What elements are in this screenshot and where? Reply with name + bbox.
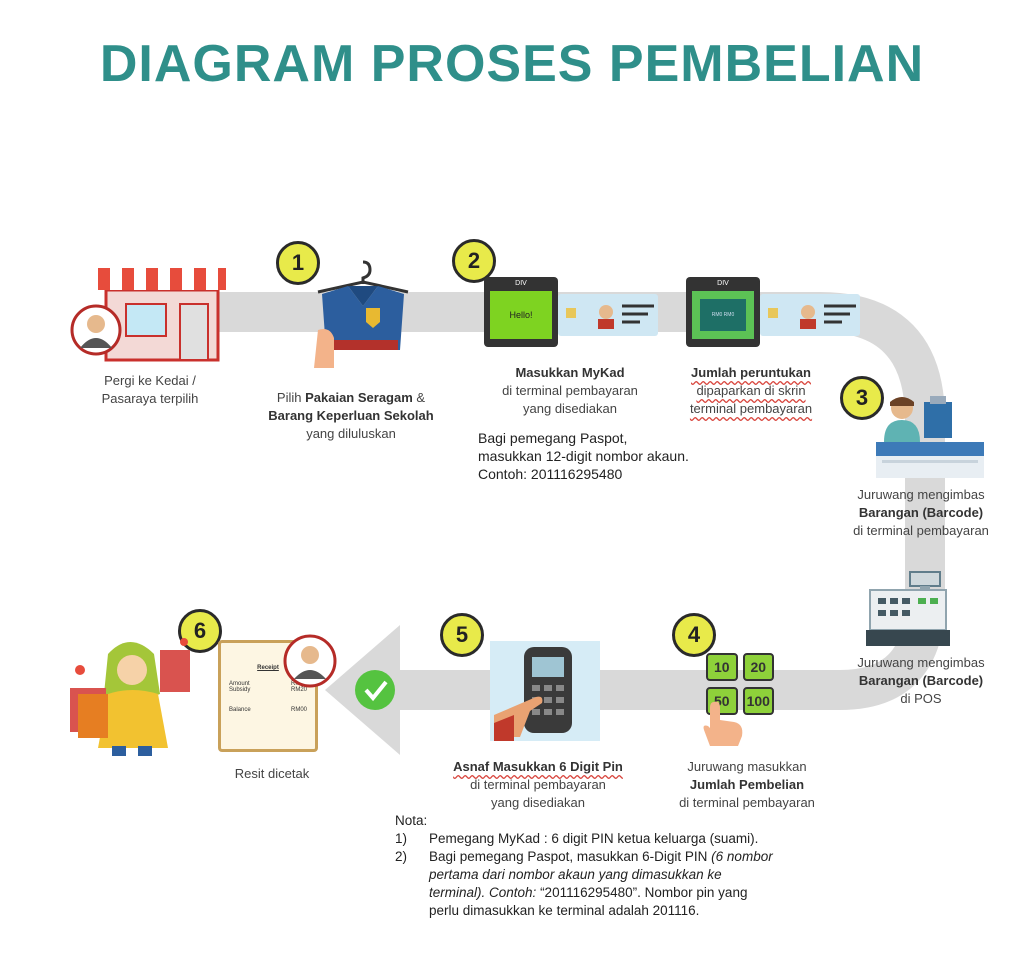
- passport-note: Bagi pemegang Paspot, masukkan 12-digit …: [478, 430, 689, 482]
- step-2-badge: 2: [452, 239, 496, 283]
- cashier-counter-icon: [876, 396, 984, 478]
- amount-20-button: 20: [742, 653, 774, 681]
- step-3-caption: Juruwang mengimbas Barangan (Barcode) di…: [853, 487, 989, 538]
- step-6-caption: Resit dicetak: [234, 766, 310, 781]
- amount-100-button: 100: [742, 687, 774, 715]
- shopper-icon: [70, 638, 190, 756]
- cashier-avatar-icon: [283, 634, 337, 688]
- terminal-1: DIV Hello!: [484, 277, 558, 347]
- amount-keypad: 10 20 50 100: [706, 653, 774, 715]
- terminal-screen: Hello!: [490, 291, 552, 339]
- pin-terminal-icon: [490, 641, 600, 741]
- allocation-caption: Jumlah peruntukan dipaparkan di skrin te…: [689, 365, 813, 416]
- check-icon: [355, 670, 395, 710]
- step-4-caption: Juruwang masukkan Jumlah Pembelian di te…: [679, 759, 815, 810]
- step-5-badge: 5: [440, 613, 484, 657]
- notes: Nota: 1)Pemegang MyKad : 6 digit PIN ket…: [395, 813, 773, 918]
- pos-caption: Juruwang mengimbas Barangan (Barcode) di…: [857, 655, 985, 706]
- step-1-caption: Pilih Pakaian Seragam & Barang Keperluan…: [268, 390, 434, 441]
- step-5-caption: Asnaf Masukkan 6 Digit Pin di terminal p…: [453, 759, 623, 810]
- step-6-badge: 6: [178, 609, 222, 653]
- terminal-2: DIV RM0 RM0: [686, 277, 760, 347]
- start-caption: Pergi ke Kedai /Pasaraya terpilih: [101, 373, 199, 406]
- page-title: DIAGRAM PROSES PEMBELIAN: [99, 35, 925, 93]
- store-icon: [70, 268, 226, 362]
- step-4-badge: 4: [672, 613, 716, 657]
- pos-machine-icon: [866, 571, 950, 646]
- mykad-card-icon: [558, 294, 658, 336]
- step-2-caption: Masukkan MyKad di terminal pembayaran ya…: [502, 365, 638, 416]
- step-1-badge: 1: [276, 241, 320, 285]
- step-3-badge: 3: [840, 376, 884, 420]
- mykad-card-icon-2: [760, 294, 860, 336]
- hand-pointer-icon: [703, 701, 743, 746]
- amount-10-button: 10: [706, 653, 738, 681]
- uniform-icon: [314, 260, 409, 368]
